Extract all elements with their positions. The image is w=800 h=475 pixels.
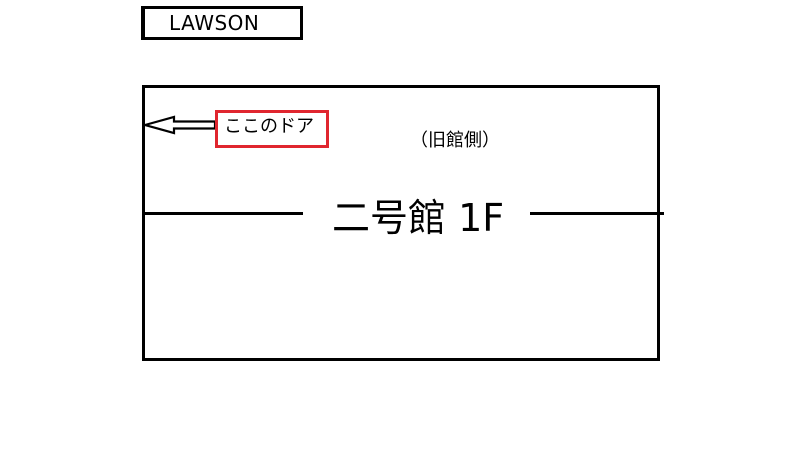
door-label: ここのドア — [224, 116, 314, 137]
old-wing-label: （旧館側） — [410, 130, 500, 151]
door-highlight-box — [215, 110, 329, 148]
lawson-store-box — [141, 6, 303, 40]
floor-divider-right — [530, 212, 664, 215]
arrow-left-icon — [144, 115, 216, 135]
building-outline — [142, 85, 660, 361]
floor-divider-left — [142, 212, 303, 215]
floor-label: 二号館 1F — [332, 196, 505, 240]
lawson-label: LAWSON — [169, 11, 260, 35]
